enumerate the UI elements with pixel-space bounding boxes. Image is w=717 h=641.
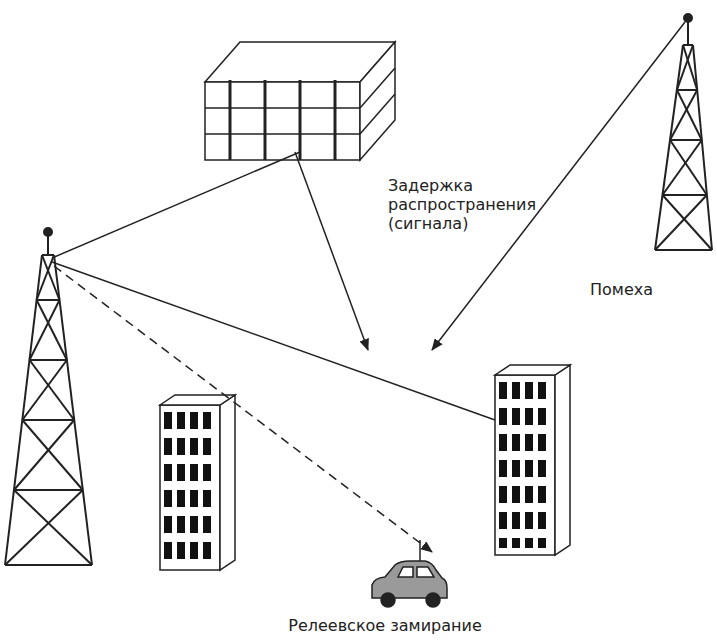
fading-caption: Релеевское замирание: [288, 616, 481, 635]
reflecting-building: [205, 42, 395, 160]
delay-label: Задержка распространения (сигнала): [388, 176, 536, 233]
fading-caption-box: Релеевское замирание: [215, 616, 555, 635]
car: [372, 540, 447, 607]
left-building: [160, 395, 235, 570]
left-tower: [5, 228, 92, 565]
right-building: [495, 365, 570, 555]
interference-label-box: Помеха: [590, 280, 700, 299]
interference-label: Помеха: [590, 280, 653, 299]
signal-paths: [52, 22, 685, 552]
delay-label-box: Задержка распространения (сигнала): [388, 176, 560, 234]
